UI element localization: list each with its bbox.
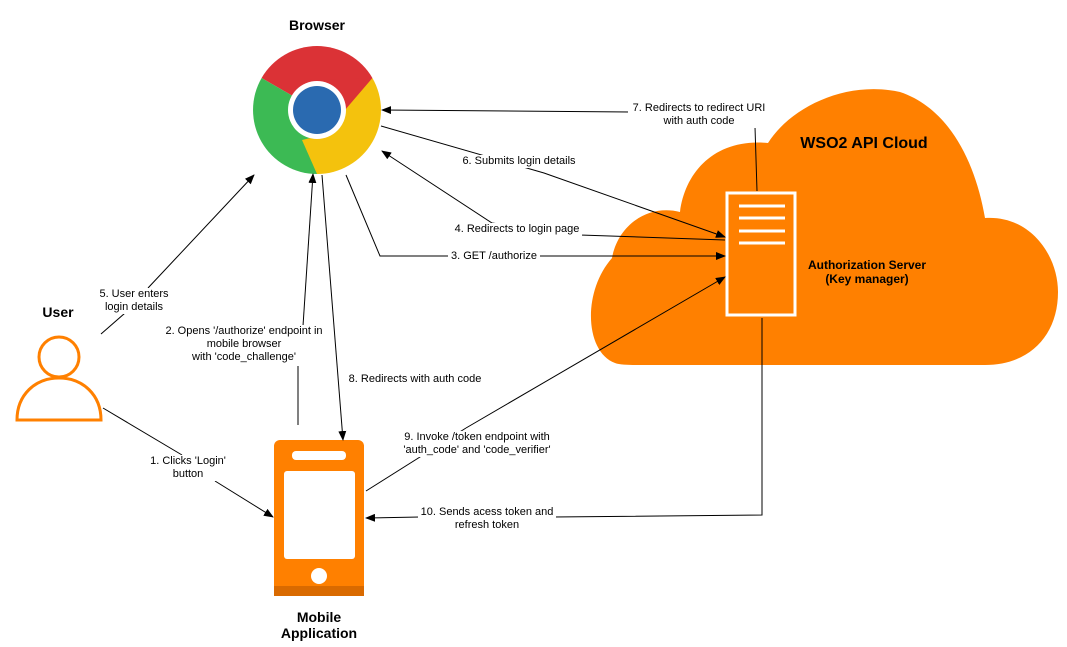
arrow-step-1-head: [214, 480, 274, 518]
arrow-step-6: [380, 125, 726, 238]
arrow-step-7-head: [381, 106, 631, 115]
server-label-line2: (Key manager): [825, 272, 909, 286]
step-6-label: 6. Submits login details: [460, 155, 578, 168]
arrow-step-8: [321, 174, 347, 441]
user-icon: [15, 335, 103, 422]
step-1-label: 1. Clicks 'Login'button: [142, 455, 234, 481]
mobile-label-line2: Application: [280, 625, 358, 641]
arrow-step-9-head: [465, 276, 726, 429]
browser-label: Browser: [288, 17, 346, 33]
arrow-step-1: [102, 407, 183, 456]
step-9-label: 9. Invoke /token endpoint with'auth_code…: [400, 431, 554, 457]
arrow-step-10-head: [365, 513, 421, 522]
step-3-label: 3. GET /authorize: [448, 250, 540, 263]
cloud-title: WSO2 API Cloud: [800, 135, 928, 152]
step-8-label: 8. Redirects with auth code: [345, 373, 485, 386]
arrow-step-2-head: [302, 173, 317, 327]
mobile-label-line1: Mobile: [296, 609, 342, 625]
chrome-icon: [253, 46, 381, 174]
arrow-step-3: [345, 174, 726, 260]
step-4-label: 4. Redirects to login page: [452, 223, 582, 236]
server-label-line1: Authorization Server: [807, 258, 927, 272]
arrow-step-5-head: [147, 174, 255, 289]
user-label: User: [42, 304, 74, 320]
server-icon: [725, 191, 797, 317]
mobile-phone-icon: [274, 440, 364, 596]
arrow-step-7: [754, 126, 758, 192]
arrow-step-10: [552, 318, 763, 518]
cloud-shape: [590, 89, 1058, 365]
